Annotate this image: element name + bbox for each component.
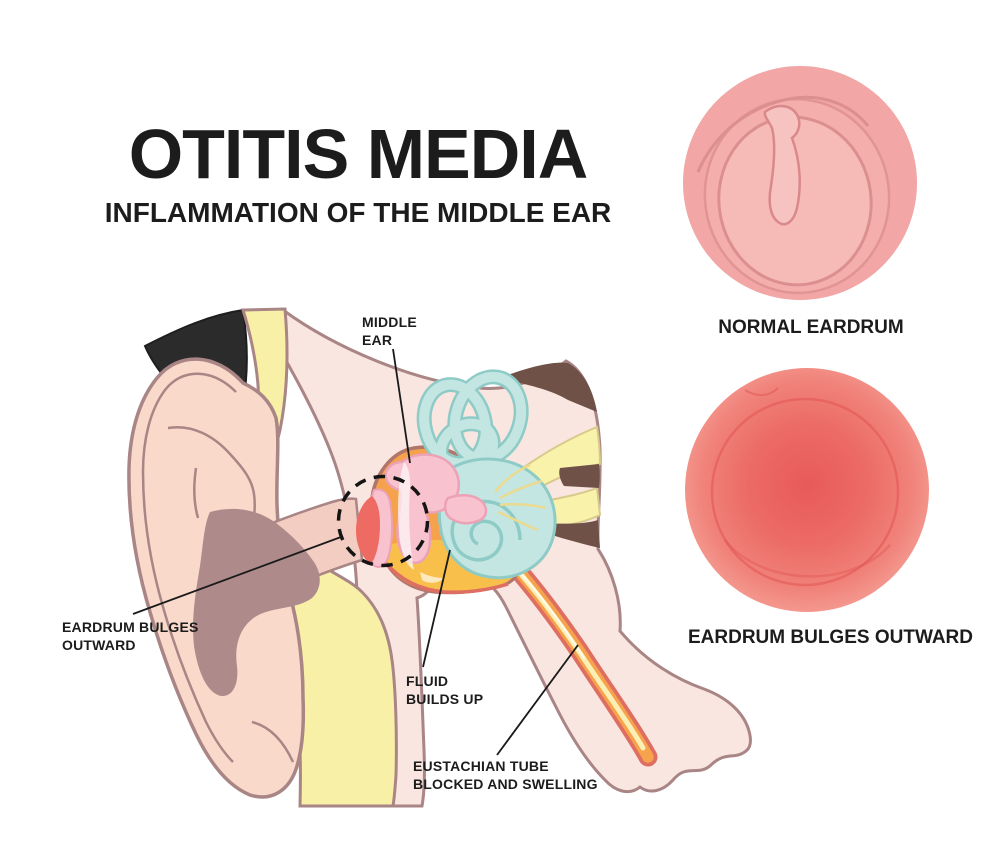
bulge-ring <box>710 397 900 587</box>
bulge-inner-arc <box>724 539 891 578</box>
middle-ear-leader-line <box>392 348 411 464</box>
eustachian-label: EUSTACHIAN TUBE BLOCKED AND SWELLING <box>413 758 598 792</box>
inner-ear <box>416 369 557 580</box>
skull-wedge-upper <box>559 464 600 488</box>
cochlea-body <box>437 457 557 580</box>
helix-fold-line <box>141 372 237 763</box>
stapes <box>444 494 488 525</box>
eustachian-leader-line <box>496 644 579 756</box>
eardrum-bulges-leader-line <box>132 536 342 615</box>
cavity-bottom-red-edge <box>383 560 509 594</box>
nerve-fibers <box>494 463 547 532</box>
fluid-leader-line <box>422 549 451 668</box>
skull-shadow-stripe <box>500 362 597 412</box>
malleus-shadow <box>763 104 801 226</box>
bulge-notch <box>744 387 779 396</box>
leader-lines <box>132 348 579 756</box>
middle-ear-label: MIDDLE EAR <box>362 314 417 348</box>
membrane-fold-left <box>696 96 796 173</box>
nerve-band-upper <box>518 425 602 494</box>
earlobe-fold-line <box>251 720 295 763</box>
ear-cross-section <box>127 307 752 808</box>
crus-fold-line <box>193 467 200 519</box>
eardrum-bulge <box>356 496 380 564</box>
normal-eardrum-caption: NORMAL EARDRUM <box>718 317 904 338</box>
bulging-eardrum-caption: EARDRUM BULGES OUTWARD <box>688 627 973 648</box>
header: OTITIS MEDIA INFLAMMATION OF THE MIDDLE … <box>58 116 658 228</box>
eustachian-tube <box>492 542 658 767</box>
page-subtitle: INFLAMMATION OF THE MIDDLE EAR <box>104 197 612 228</box>
bulging-eardrum-illustration <box>685 368 929 612</box>
fluid-label: FLUID BUILDS UP <box>406 673 484 707</box>
membrane-fold-right <box>794 95 870 127</box>
highlights <box>397 462 444 583</box>
normal-eardrum-illustration <box>683 66 917 300</box>
page-title: OTITIS MEDIA <box>128 115 589 193</box>
eardrum-bulges-label: EARDRUM BULGES OUTWARD <box>62 619 199 653</box>
eardrum-focus-circle <box>336 474 430 568</box>
